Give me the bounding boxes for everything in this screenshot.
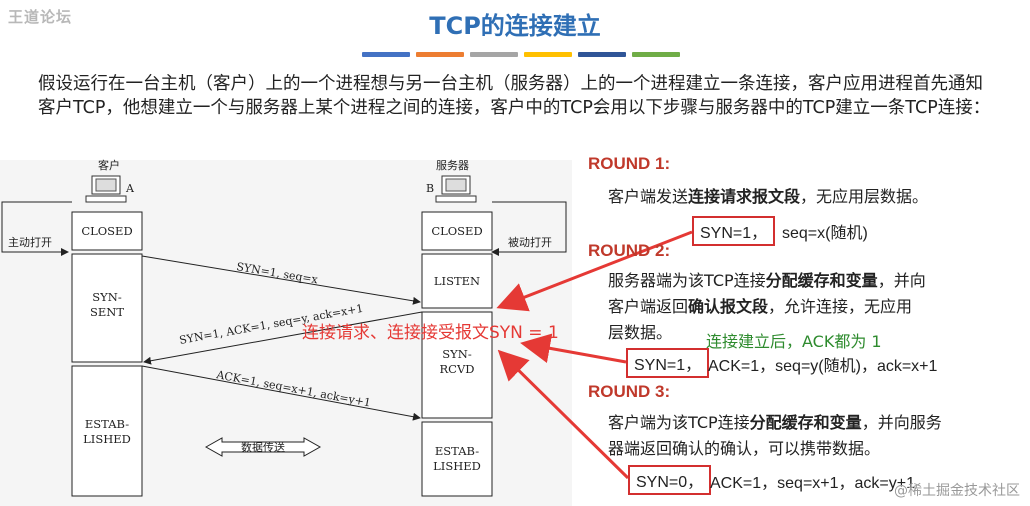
data-transfer-label: 数据传送: [241, 440, 285, 454]
round2-line1-post: ，并向: [877, 271, 926, 290]
client-state-established: [71, 365, 143, 497]
round3-text-line1: 客户端为该TCP连接分配缓存和变量，并向服务: [608, 410, 942, 436]
passive-open-arrow: [491, 201, 567, 256]
round2-line2-pre: 客户端返回: [608, 297, 689, 316]
annotation-arrow-round1: [496, 230, 693, 312]
round1-title: ROUND 1:: [588, 154, 671, 173]
intro-paragraph: 假设运行在一台主机（客户）上的一个进程想与另一台主机（服务器）上的一个进程建立一…: [38, 74, 991, 118]
server-state-established-label-1: ESTAB-: [435, 444, 479, 458]
round2-line2-bold: 确认报文段: [688, 297, 769, 316]
server-label: 服务器: [436, 159, 469, 172]
watermark-bottom-right: @稀土掘金技术社区: [894, 483, 1020, 499]
server-state-syn-rcvd-label-1: SYN-: [442, 347, 472, 361]
syn-ack-message-arrow: [143, 311, 423, 365]
round3-line1-pre: 客户端为该TCP连接: [608, 413, 750, 432]
color-bar: [362, 52, 680, 57]
server-state-syn-rcvd-label-2: RCVD: [440, 362, 475, 376]
server-state-closed-label: CLOSED: [431, 224, 482, 238]
client-state-established-label-1: ESTAB-: [85, 417, 129, 431]
round2-line1-bold: 分配缓存和变量: [765, 271, 878, 290]
server-state-listen: [421, 253, 493, 309]
client-state-syn-sent-label-2: SENT: [90, 305, 124, 319]
round2-fields: ACK=1，seq=y(随机)，ack=x+1: [708, 358, 938, 375]
active-open-arrow: [1, 201, 72, 256]
passive-open-label: 被动打开: [508, 235, 552, 249]
client-state-established-label-2: LISHED: [83, 432, 131, 446]
red-annotation-note: 连接请求、连接接受报文SYN = 1: [302, 323, 559, 343]
annotation-arrow-round3: [497, 349, 630, 480]
round2-text-line3: 层数据。: [608, 323, 673, 342]
green-annotation-note: 连接建立后，ACK都为 1: [706, 332, 882, 351]
round1-text-pre: 客户端发送: [608, 187, 689, 206]
client-state-syn-sent: [71, 253, 143, 363]
round2-syn-box: SYN=1，: [626, 348, 710, 378]
server-state-listen-label: LISTEN: [434, 274, 480, 288]
round1-text-post: ，无应用层数据。: [800, 187, 929, 206]
syn-message-arrow: [141, 255, 421, 305]
client-id: A: [125, 182, 135, 195]
client-state-closed-label: CLOSED: [81, 224, 132, 238]
round3-syn-box: SYN=0，: [628, 465, 712, 495]
client-state-closed: [71, 211, 143, 251]
round3-text-line2: 器端返回确认的确认，可以携带数据。: [608, 439, 881, 458]
round1-syn-box: SYN=1，: [692, 216, 776, 246]
color-bar-segment: [470, 52, 518, 57]
color-bar-segment: [632, 52, 680, 57]
client-state-syn-sent-label-1: SYN-: [92, 290, 122, 304]
round1-text-bold: 连接请求报文段: [688, 187, 801, 206]
server-state-established: [421, 421, 493, 497]
round3-line1-bold: 分配缓存和变量: [749, 413, 862, 432]
round3-title: ROUND 3:: [588, 382, 671, 401]
client-computer-icon: [85, 175, 127, 203]
ack-message-label: ACK=1, seq=x+1, ack=y+1: [214, 368, 371, 410]
active-open-label: 主动打开: [8, 235, 52, 249]
server-computer-icon: [435, 175, 477, 203]
round2-line2-post: ，允许连接，无应用: [768, 297, 913, 316]
annotation-arrow-round2: [520, 333, 627, 364]
server-state-closed: [421, 211, 493, 251]
round1-seq: seq=x(随机): [782, 225, 868, 242]
page-title: TCP的连接建立: [429, 12, 601, 40]
server-state-established-label-2: LISHED: [433, 459, 481, 473]
color-bar-segment: [416, 52, 464, 57]
round2-text-line1: 服务器端为该TCP连接分配缓存和变量，并向: [608, 268, 926, 294]
client-label: 客户: [98, 158, 120, 172]
round1-text: 客户端发送连接请求报文段，无应用层数据。: [608, 184, 928, 210]
server-id: B: [426, 182, 434, 195]
server-state-syn-rcvd: [421, 311, 493, 419]
syn-message-label: SYN=1, seq=x: [236, 260, 320, 286]
round2-text-line2: 客户端返回确认报文段，允许连接，无应用: [608, 294, 912, 320]
data-transfer-arrow: [204, 437, 322, 457]
ack-message-arrow: [141, 365, 421, 421]
round3-line1-post: ，并向服务: [861, 413, 942, 432]
round2-title: ROUND 2:: [588, 241, 671, 260]
color-bar-segment: [578, 52, 626, 57]
watermark-top-left: 王道论坛: [8, 8, 73, 26]
round3-fields: ACK=1，seq=x+1，ack=y+1: [710, 475, 916, 492]
color-bar-segment: [362, 52, 410, 57]
color-bar-segment: [524, 52, 572, 57]
round2-line1-pre: 服务器端为该TCP连接: [608, 271, 766, 290]
